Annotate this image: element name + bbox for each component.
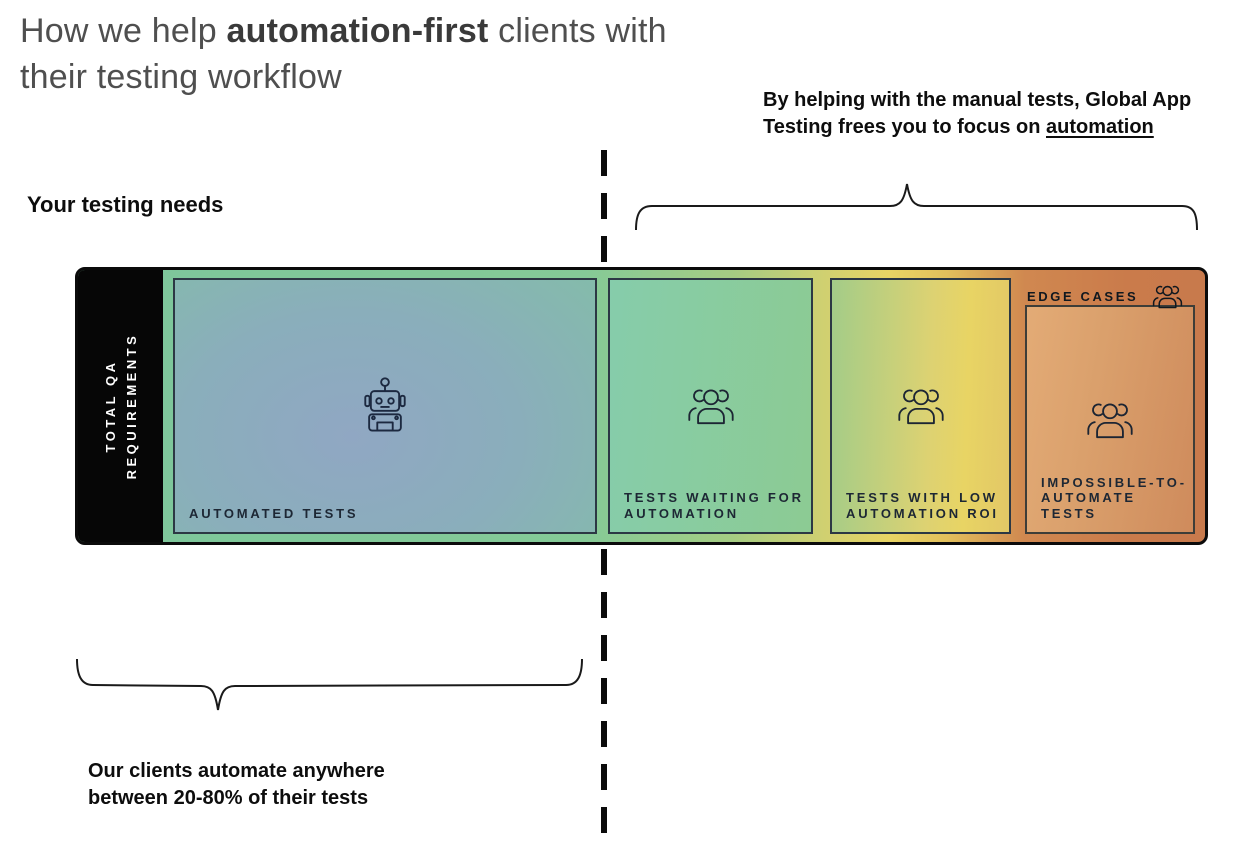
brace-bottom <box>76 658 583 711</box>
section-automated-tests: AUTOMATED TESTS <box>173 278 597 534</box>
automation-link[interactable]: automation <box>1046 116 1154 138</box>
qa-requirements-bar: TOTAL QA REQUIREMENTS AUTOMATED TESTS <box>75 267 1208 545</box>
section-low-automation-roi: TESTS WITH LOW AUTOMATION ROI <box>830 278 1011 534</box>
section-tests-waiting: TESTS WAITING FOR AUTOMATION <box>608 278 813 534</box>
dashed-divider-top <box>601 150 607 263</box>
brace-top <box>635 183 1198 231</box>
page-title: How we help automation-first clients wit… <box>20 8 680 100</box>
people-group-icon <box>897 385 945 426</box>
total-qa-panel: TOTAL QA REQUIREMENTS <box>78 270 163 542</box>
title-part2: clients with their testing workflow <box>20 12 667 96</box>
annotation-right: By helping with the manual tests, Global… <box>763 87 1233 141</box>
edge-cases-label: EDGE CASES <box>1027 288 1139 304</box>
dashed-divider-bottom <box>601 549 607 838</box>
section-label-waiting: TESTS WAITING FOR AUTOMATION <box>624 490 804 521</box>
title-highlight: automation-first <box>226 12 489 50</box>
heading-your-testing-needs: Your testing needs <box>27 192 224 217</box>
section-label-impossible: IMPOSSIBLE-TO- AUTOMATE TESTS <box>1041 474 1187 521</box>
total-qa-label: TOTAL QA REQUIREMENTS <box>102 332 139 480</box>
robot-icon <box>361 376 409 434</box>
edge-cases-header: EDGE CASES <box>1027 282 1183 310</box>
people-group-icon <box>1086 398 1134 439</box>
section-label-automated: AUTOMATED TESTS <box>189 505 359 521</box>
section-label-lowroi: TESTS WITH LOW AUTOMATION ROI <box>846 490 999 521</box>
people-group-icon <box>1152 283 1183 309</box>
title-part1: How we help <box>20 12 227 50</box>
bottom-note: Our clients automate anywhere between 20… <box>88 760 385 809</box>
section-impossible-to-automate: IMPOSSIBLE-TO- AUTOMATE TESTS <box>1025 305 1195 534</box>
annotation-text: By helping with the manual tests, Global… <box>763 89 1192 138</box>
people-group-icon <box>687 385 735 426</box>
